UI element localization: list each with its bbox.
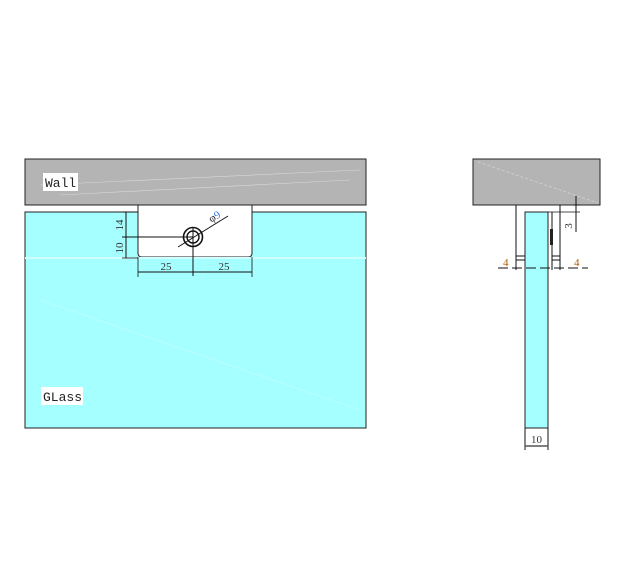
dim-25-right: 25 [219, 261, 231, 273]
dim-14: 14 [114, 219, 126, 231]
wall-label: Wall [45, 176, 76, 191]
glass-label-bg [41, 387, 83, 405]
dim-10-vertical: 10 [114, 242, 126, 254]
wall-label-bg [43, 173, 78, 191]
glass-label: GLass [43, 390, 82, 405]
dim-4-left: 4 [503, 257, 509, 269]
hatch-line [59, 179, 351, 196]
glass-side [524, 211, 549, 429]
hatch-line [39, 169, 361, 186]
reflection-line [39, 299, 361, 411]
dim-3: 3 [563, 223, 575, 229]
dim-4-right: 4 [574, 257, 580, 269]
hole-diameter-label: φ9 [207, 209, 224, 226]
dim-25-left: 25 [161, 261, 173, 273]
front-view: Wall GLass φ9 φ9 14 10 25 25 [24, 158, 367, 429]
side-view: 10 3 4 4 [472, 158, 601, 450]
dim-10-thickness: 10 [531, 434, 543, 446]
